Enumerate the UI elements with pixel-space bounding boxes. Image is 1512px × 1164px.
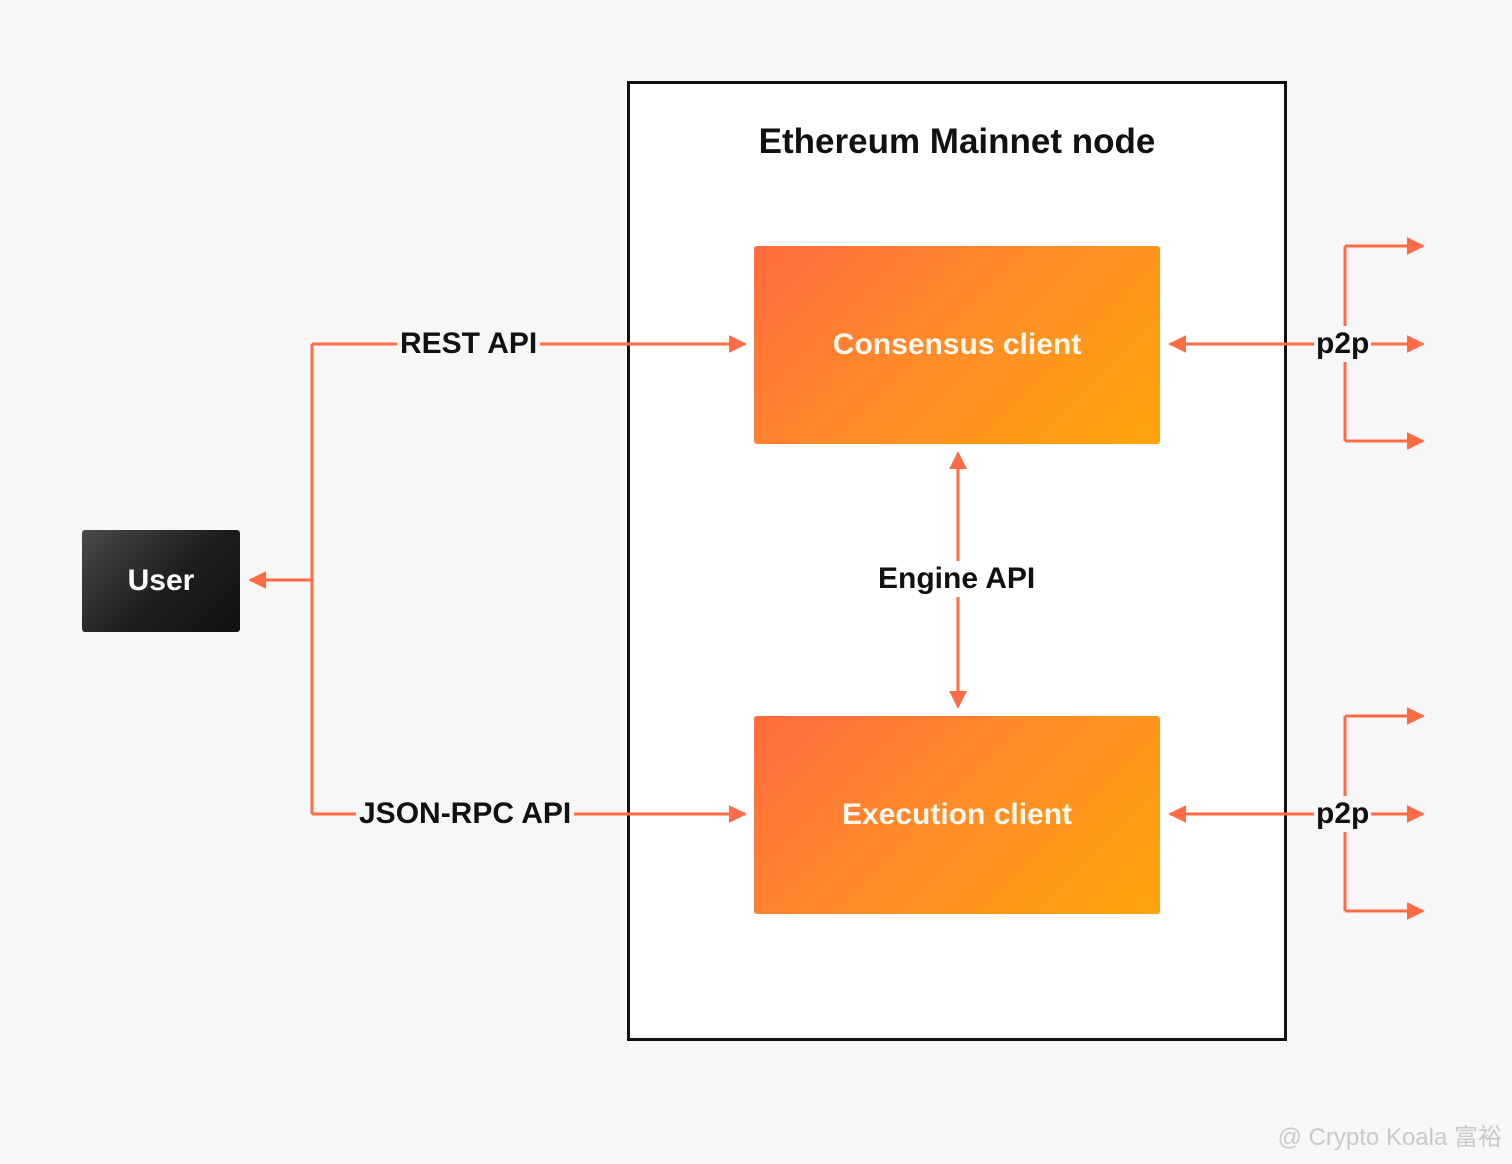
mainnet-node-title: Ethereum Mainnet node <box>758 122 1156 161</box>
consensus-client-label: Consensus client <box>832 328 1082 361</box>
watermark: @ Crypto Koala 富裕 <box>1277 1124 1502 1151</box>
execution-client-box: Execution client <box>754 716 1160 914</box>
json-rpc-api-label: JSON-RPC API <box>356 796 575 832</box>
rest-api-label: REST API <box>397 326 541 362</box>
execution-p2p-label: p2p <box>1314 796 1372 832</box>
consensus-p2p-label: p2p <box>1314 326 1372 362</box>
user-box: User <box>82 530 240 632</box>
execution-client-label: Execution client <box>841 798 1073 831</box>
user-label: User <box>127 564 195 597</box>
engine-api-label: Engine API <box>874 561 1040 597</box>
consensus-client-box: Consensus client <box>754 246 1160 444</box>
